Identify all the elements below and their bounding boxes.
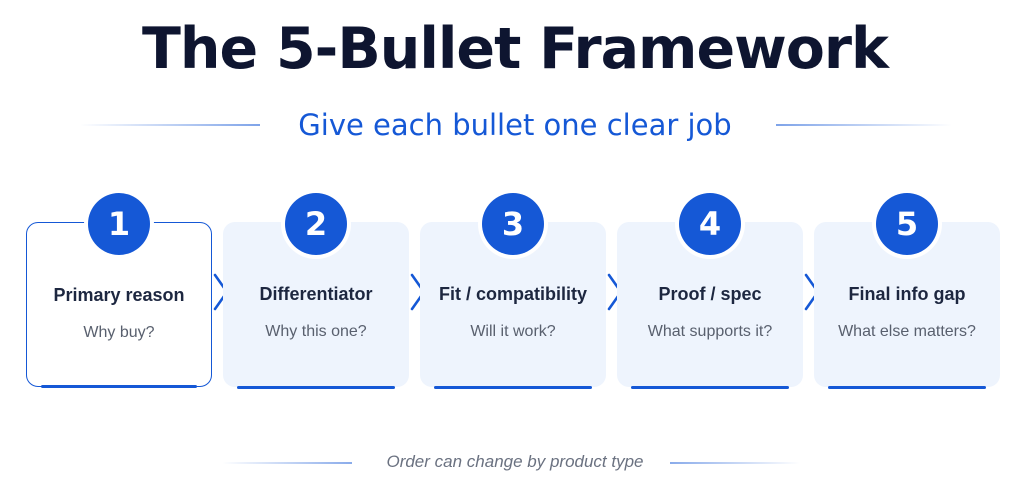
step-label: Final info gap [848,284,966,304]
step-label: Differentiator [259,284,373,304]
step-label: Proof / spec [658,284,762,304]
step-label: Primary reason [53,285,185,305]
step-question: What supports it? [647,323,773,340]
step-question: What else matters? [838,323,976,340]
step-question: Why buy? [83,324,155,341]
step-number-badge-4: 4 [679,193,741,255]
step-number-badge-1: 1 [88,193,150,255]
step-number-badge-3: 3 [482,193,544,255]
step-number-badge-5: 5 [876,193,938,255]
subtitle: Give each bullet one clear job [298,108,732,142]
step-underline [237,386,395,389]
step-underline [631,386,789,389]
step-question: Why this one? [265,323,367,340]
footer-note: Order can change by product type [386,452,644,471]
step-label: Fit / compatibility [438,284,587,304]
subtitle-rule-right [776,124,952,126]
step-underline [828,386,986,389]
step-number-badge-2: 2 [285,193,347,255]
subtitle-rule-left [80,124,260,126]
step-underline [41,385,197,388]
subtitle-row: Give each bullet one clear job [0,106,1030,146]
step-underline [434,386,592,389]
step-question: Will it work? [470,323,556,340]
steps-flow: Primary reason Why buy? 1 Differentiator… [26,193,1000,389]
footer-row: Order can change by product type [0,450,1030,476]
footer-rule-right [670,462,800,464]
page-title: The 5-Bullet Framework [142,16,889,82]
footer-rule-left [222,462,352,464]
